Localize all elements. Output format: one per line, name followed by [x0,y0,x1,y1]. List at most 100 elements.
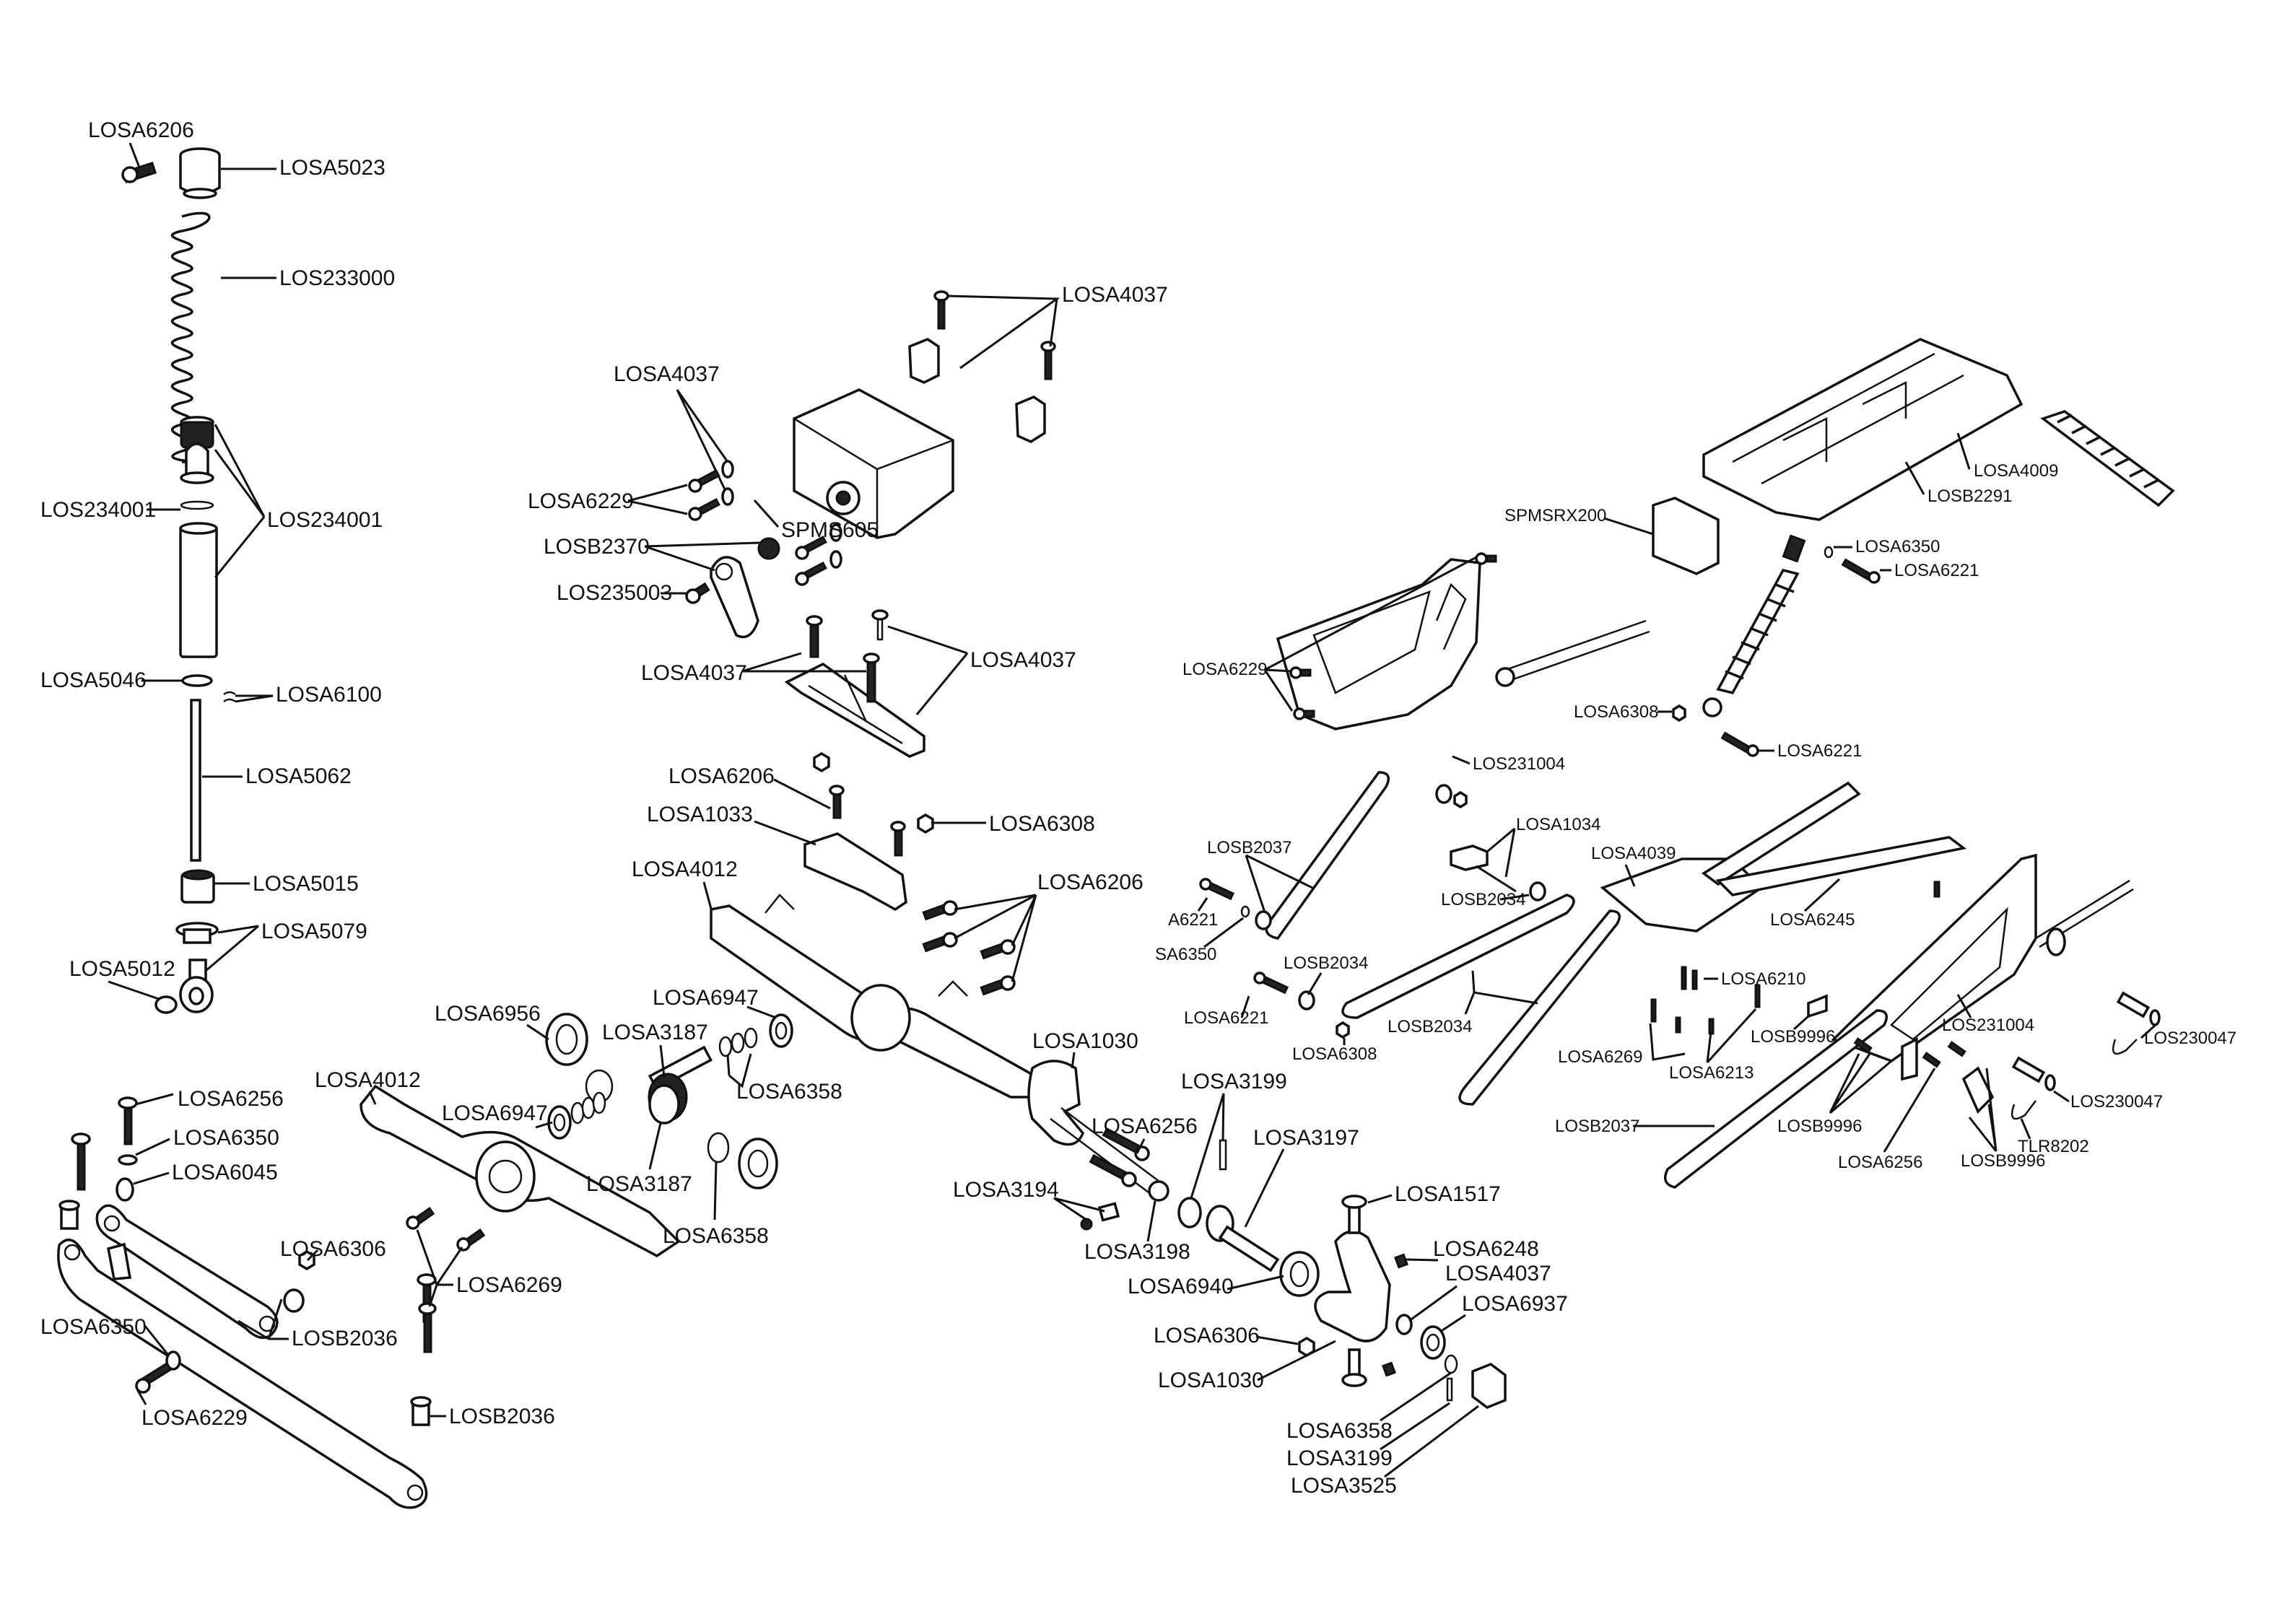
screw-part [863,652,880,703]
part-label: LOSA6956 [435,1002,541,1026]
part-label: LOSA6947 [442,1101,548,1125]
shock-cap-part [179,147,221,199]
steering-links-assembly [57,1096,437,1509]
servo-mount-part [1015,396,1046,443]
part-label: LOSA6358 [663,1224,769,1248]
part-label: LOSA6245 [1770,910,1855,930]
part-label: LOSB2291 [1927,486,2012,506]
mount-part [1807,994,1828,1018]
washer-part [165,1350,181,1371]
washer-part [721,460,734,479]
part-label: LOSA6213 [1669,1063,1754,1083]
pin-part [1476,865,1517,893]
part-label: LOSA6229 [528,489,634,513]
front-axle-labels: LOSA4012 LOSA6956 LOSA6947 LOSA3187 LOSA… [315,986,1198,1307]
shim-part [707,1132,730,1164]
part-label: LOSA1033 [647,803,753,826]
ball-stud-part [116,1177,134,1202]
part-label: LOSB2037 [1555,1117,1639,1136]
e-clip-part [223,691,236,703]
servo-labels: LOSA4037 LOSA4037 LOSA6229 LOSB2370 LOS2… [528,283,1168,605]
front-shock-assembly [121,147,236,1014]
chassis-rear-labels: LOSA4009 LOSB2291 SPMSRX200 LOSA6350 LOS… [1155,432,2236,1172]
screw-part [418,1302,437,1353]
part-label: LOSA1030 [1158,1368,1264,1392]
part-label: LOSA6269 [1558,1047,1642,1067]
servo-saver-part [1961,1066,1995,1114]
screw-part [685,582,710,604]
servo-spline-part [757,537,780,560]
part-label: LOSA6256 [1838,1153,1922,1172]
part-label: LOSA6256 [1092,1114,1198,1138]
piston-part [181,674,213,687]
bearing-part [545,1013,588,1066]
pin-part [1097,1202,1120,1222]
part-label: SPMS605 [781,518,879,542]
screw-part [933,290,949,330]
shim-part [570,1101,585,1125]
set-screw-part [1382,1361,1396,1377]
screw-part [980,975,1016,996]
shock-eyelet-part [180,442,214,484]
part-label: LOSA3187 [586,1172,692,1196]
steering-knuckle-part [1314,1230,1391,1343]
servo-mount-plate-part [784,662,925,758]
part-label: LOSA4037 [641,661,747,685]
part-label: LOSB9996 [1751,1027,1835,1047]
screw-part [1293,707,1315,720]
bushing-part [410,1396,432,1426]
part-label: LOSA4009 [1974,461,2058,481]
part-label: LOSA6206 [668,764,775,788]
part-label: LOSA3187 [602,1021,708,1044]
part-label: LOSA6210 [1721,969,1805,989]
nut-part [917,813,934,834]
link-part [1663,1009,1889,1189]
screw-part [1922,1052,1941,1068]
front-shock-labels: LOSA6206 LOSA5023 LOS233000 LOS234001 LO… [40,118,395,1000]
pivot-ball-part [154,995,178,1014]
shim-part [731,1032,745,1054]
part-label: LOSA6358 [1286,1419,1393,1443]
shock-body-part [179,522,218,658]
washer-part [1240,905,1250,918]
part-label: LOSA4037 [1062,283,1168,307]
ball-stud-part [1298,990,1315,1010]
front-axle-assembly [360,894,1169,1353]
nut-part [1336,1021,1350,1039]
lower-link-part [1458,909,1621,1106]
screw-part [795,535,827,560]
screw-part [829,785,845,819]
part-label: LOSA5062 [245,764,352,788]
shim-part [1444,1354,1458,1374]
knuckle-labels: LOSA3199 LOSA3197 LOSA1517 LOSA6248 LOSA… [1128,1070,1568,1498]
part-label: LOS230047 [2144,1029,2236,1048]
tie-rod-mount-part [106,1242,132,1280]
part-label: LOSA6221 [1777,741,1862,761]
screw-part [1681,966,1698,990]
part-label: LOSA3197 [1253,1126,1359,1150]
part-label: LOSB2034 [1284,953,1368,973]
rod-end-part [179,959,214,1013]
part-label: LOSA1030 [1032,1029,1138,1053]
part-label: LOSA6206 [1037,870,1143,894]
part-label: LOSA3199 [1286,1446,1393,1470]
screw-part [71,1132,91,1191]
shim-part [581,1096,596,1119]
front-lower-shock-part [1702,534,1806,717]
screw-part [688,497,720,521]
washer-part [829,523,842,542]
c-hub-part [1027,1060,1085,1146]
knuckle-assembly [1177,1139,1507,1409]
screw-part [1102,1127,1150,1161]
part-label: LOS234001 [40,498,156,522]
shock-shaft-part [190,699,201,862]
part-label: LOSA4037 [614,362,720,386]
part-label: LOSA6350 [40,1315,147,1339]
part-label: LOSA6221 [1184,1008,1268,1028]
screw-part [1199,878,1234,901]
part-label: LOS230047 [2070,1092,2163,1112]
servo-assembly [685,290,1056,639]
part-label: LOSA4037 [1445,1262,1551,1285]
bearing-part [738,1138,778,1189]
